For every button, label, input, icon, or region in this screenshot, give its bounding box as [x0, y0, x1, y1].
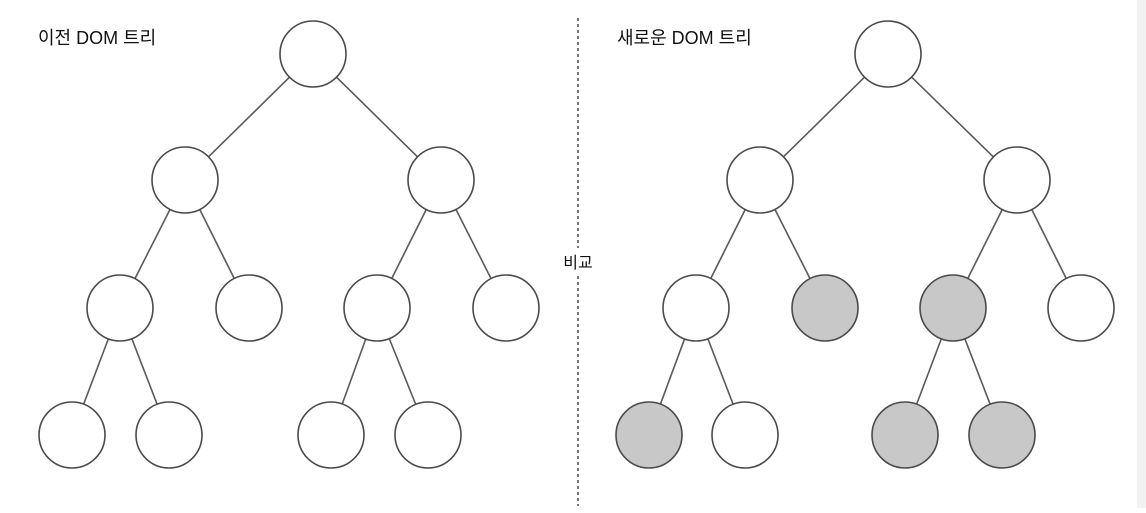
new-tree-node-b1x-changed — [871, 401, 939, 469]
divider-label-backdrop — [560, 248, 596, 274]
old-tree-edge-b-b2 — [455, 209, 492, 279]
scan-edge-strip — [1137, 0, 1146, 508]
old-tree-edge-b1-b1x — [341, 338, 367, 405]
old-tree-node-b1 — [343, 274, 411, 342]
new-tree-node-b — [983, 146, 1051, 214]
old-tree-title: 이전 DOM 트리 — [38, 28, 156, 48]
new-dom-tree — [615, 20, 1115, 469]
old-tree-edge-b-b1 — [391, 209, 427, 279]
old-tree-edges — [82, 76, 492, 405]
new-tree-edge-b-b1 — [967, 209, 1003, 279]
old-tree-node-a — [151, 146, 219, 214]
old-tree-node-b2 — [472, 274, 540, 342]
divider-label: 비교 — [563, 254, 592, 272]
new-tree-node-b1-changed — [919, 274, 987, 342]
new-tree-nodes — [615, 20, 1115, 469]
old-tree-edge-r-a — [207, 76, 291, 158]
old-tree-edge-a1-a1y — [131, 338, 158, 405]
new-tree-node-b2 — [1047, 274, 1115, 342]
old-tree-node-a1 — [86, 274, 154, 342]
new-tree-edge-a-a1 — [710, 209, 746, 279]
new-tree-title: 새로운 DOM 트리 — [617, 28, 752, 48]
new-tree-node-a1x-changed — [615, 401, 683, 469]
old-dom-tree — [38, 20, 540, 469]
comparison-divider: 비교 — [560, 18, 596, 506]
old-tree-edge-a-a1 — [134, 209, 171, 279]
old-tree-node-a1x — [38, 401, 106, 469]
new-tree-edge-b1-b1y — [964, 338, 991, 405]
new-tree-node-b1y-changed — [968, 401, 1036, 469]
new-tree-node-a1y — [711, 401, 779, 469]
new-tree-edge-r-b — [911, 76, 994, 158]
old-tree-node-a2 — [215, 274, 283, 342]
new-tree-node-a1 — [662, 274, 730, 342]
old-tree-node-a1y — [135, 401, 203, 469]
new-tree-edge-a1-a1y — [707, 338, 734, 405]
old-tree-edge-b1-b1y — [388, 338, 417, 405]
old-tree-node-b — [407, 146, 475, 214]
new-tree-edge-r-a — [782, 76, 866, 158]
new-tree-edges — [659, 76, 1067, 405]
new-tree-node-a2-changed — [791, 274, 859, 342]
old-tree-edge-a1-a1x — [82, 338, 110, 405]
new-tree-edge-b-b2 — [1031, 209, 1067, 279]
new-tree-edge-a1-a1x — [659, 338, 686, 405]
old-tree-node-b1x — [297, 401, 365, 469]
old-tree-node-b1y — [394, 401, 462, 469]
old-tree-node-r — [279, 20, 347, 88]
new-tree-edge-b1-b1x — [915, 338, 943, 405]
new-tree-node-r — [854, 20, 922, 88]
old-tree-edge-r-b — [335, 76, 419, 158]
new-tree-node-a — [726, 146, 794, 214]
old-tree-nodes — [38, 20, 540, 469]
old-tree-edge-a-a2 — [199, 209, 235, 279]
new-tree-edge-a-a2 — [774, 209, 811, 279]
